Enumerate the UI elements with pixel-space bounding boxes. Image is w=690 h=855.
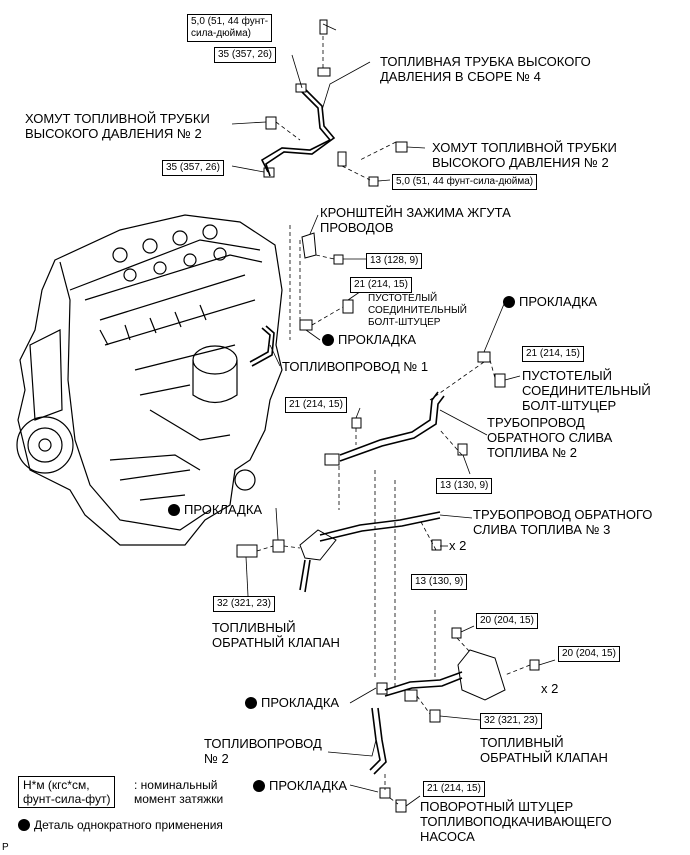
bolt-top: [319, 19, 328, 35]
alignment-lines: [256, 36, 531, 805]
legend-unit-text: : номинальный момент затяжки: [134, 778, 224, 806]
label-hp-pipe-4: ТОПЛИВНАЯ ТРУБКА ВЫСОКОГО ДАВЛЕНИЯ В СБО…: [380, 54, 591, 84]
label-fuel-pipe-2: ТОПЛИВОПРОВОД № 2: [204, 736, 322, 766]
torque-label-21-b: 21 (214, 15): [522, 346, 584, 362]
bolt-13-130-a: [457, 443, 468, 456]
label-clamp-right: ХОМУТ ТОПЛИВНОЙ ТРУБКИ ВЫСОКОГО ДАВЛЕНИЯ…: [432, 140, 617, 170]
torque-label-32-b: 32 (321, 23): [480, 713, 542, 729]
one-time-dot: [503, 296, 515, 308]
torque-label-20-a: 20 (204, 15): [476, 613, 538, 629]
bolt-20-a: [451, 627, 462, 639]
check-valve-b-part: [404, 689, 418, 702]
one-time-dot: [253, 780, 265, 792]
check-valve-a-part: [236, 544, 258, 558]
torque-label-13-128: 13 (128, 9): [366, 253, 423, 269]
engine-block: [16, 214, 283, 546]
nut-lower: [263, 167, 275, 178]
bolt-13-130-b: [431, 539, 442, 551]
gasket-b-part: [477, 351, 491, 363]
torque-label-13-130-b: 13 (130, 9): [411, 574, 468, 590]
leader-lines: [231, 23, 556, 807]
torque-label-20-b: 20 (204, 15): [558, 646, 620, 662]
label-gasket-c: ПРОКЛАДКА: [168, 502, 262, 517]
bolt-bottom-hp: [368, 176, 379, 187]
bolt-21-d: [395, 799, 407, 813]
return-pipe-2: [339, 391, 445, 462]
legend-one-time: Деталь однократного применения: [18, 818, 223, 833]
harness-bracket-part: [301, 232, 317, 259]
corner-mark: P: [2, 842, 9, 853]
return-pipe-3: [319, 511, 441, 542]
torque-label-5-bottom: 5,0 (51, 44 фунт-сила-дюйма): [392, 174, 538, 190]
one-time-dot: [245, 697, 257, 709]
fuel-pipe-1: [249, 325, 275, 367]
label-x2-b: x 2: [541, 681, 559, 696]
label-return-pipe-2: ТРУБОПРОВОД ОБРАТНОГО СЛИВА ТОПЛИВА № 2: [487, 415, 613, 460]
label-check-valve-a: ТОПЛИВНЫЙ ОБРАТНЫЙ КЛАПАН: [212, 620, 340, 650]
label-gasket-b: ПРОКЛАДКА: [503, 294, 597, 309]
clamp-top: [317, 67, 331, 77]
one-time-dot: [168, 504, 180, 516]
label-hollow-bolt-a: ПУСТОТЕЛЫЙ СОЕДИНИТЕЛЬНЫЙ БОЛТ-ШТУЦЕР: [368, 293, 467, 328]
bolt-20-b: [529, 659, 540, 671]
legend-unit-box: Н*м (кгс*см, фунт-сила-фут): [18, 776, 116, 808]
fuel-pipe-2: [369, 707, 387, 775]
clamp-mid-part: [337, 151, 347, 167]
union-a: [299, 319, 313, 331]
label-clamp-left: ХОМУТ ТОПЛИВНОЙ ТРУБКИ ВЫСОКОГО ДАВЛЕНИЯ…: [25, 111, 210, 141]
label-hollow-bolt-b: ПУСТОТЕЛЫЙ СОЕДИНИТЕЛЬНЫЙ БОЛТ-ШТУЦЕР: [522, 368, 651, 413]
torque-label-21-c: 21 (214, 15): [285, 397, 347, 413]
fuel-pipe-2-upper: [384, 671, 463, 697]
return-3-block: [299, 529, 337, 561]
label-x2-a: x 2: [449, 538, 467, 553]
torque-label-13-130-a: 13 (130, 9): [436, 478, 493, 494]
label-union-pump: ПОВОРОТНЫЙ ШТУЦЕР ТОПЛИВОПОДКАЧИВАЮЩЕГО …: [420, 799, 612, 844]
bolt-13-128: [333, 254, 344, 265]
one-time-dot: [18, 819, 30, 831]
label-return-pipe-3: ТРУБОПРОВОД ОБРАТНОГО СЛИВА ТОПЛИВА № 3: [473, 507, 653, 537]
torque-label-35a: 35 (357, 26): [214, 47, 276, 63]
gasket-d-part: [376, 682, 388, 695]
label-gasket-a: ПРОКЛАДКА: [322, 332, 416, 347]
hollow-bolt-a: [342, 299, 354, 314]
label-harness-bracket: КРОНШТЕЙН ЗАЖИМА ЖГУТА ПРОВОДОВ: [320, 205, 511, 235]
label-gasket-d: ПРОКЛАДКА: [245, 695, 339, 710]
hollow-bolt-b: [494, 373, 506, 388]
torque-label-21-d: 21 (214, 15): [423, 781, 485, 797]
hp-pipe-4: [260, 89, 336, 177]
label-fuel-pipe-1: ТОПЛИВОПРОВОД № 1: [282, 359, 429, 374]
one-time-dot: [322, 334, 334, 346]
torque-label-top: 5,0 (51, 44 фунт- сила-дюйма): [187, 14, 273, 42]
gasket-c-part: [272, 539, 285, 553]
bolt-21-c: [351, 417, 362, 429]
clamp-left-part: [265, 116, 277, 130]
torque-label-32-a: 32 (321, 23): [213, 596, 275, 612]
union-return-2: [324, 453, 340, 466]
label-check-valve-b: ТОПЛИВНЫЙ ОБРАТНЫЙ КЛАПАН: [480, 735, 608, 765]
torque-label-35b: 35 (357, 26): [162, 160, 224, 176]
torque-label-21-a: 21 (214, 15): [350, 277, 412, 293]
clamp-right-part: [395, 141, 408, 153]
label-gasket-e: ПРОКЛАДКА: [253, 778, 347, 793]
pump-union-body: [457, 649, 506, 701]
bolt-32-b: [429, 709, 441, 723]
